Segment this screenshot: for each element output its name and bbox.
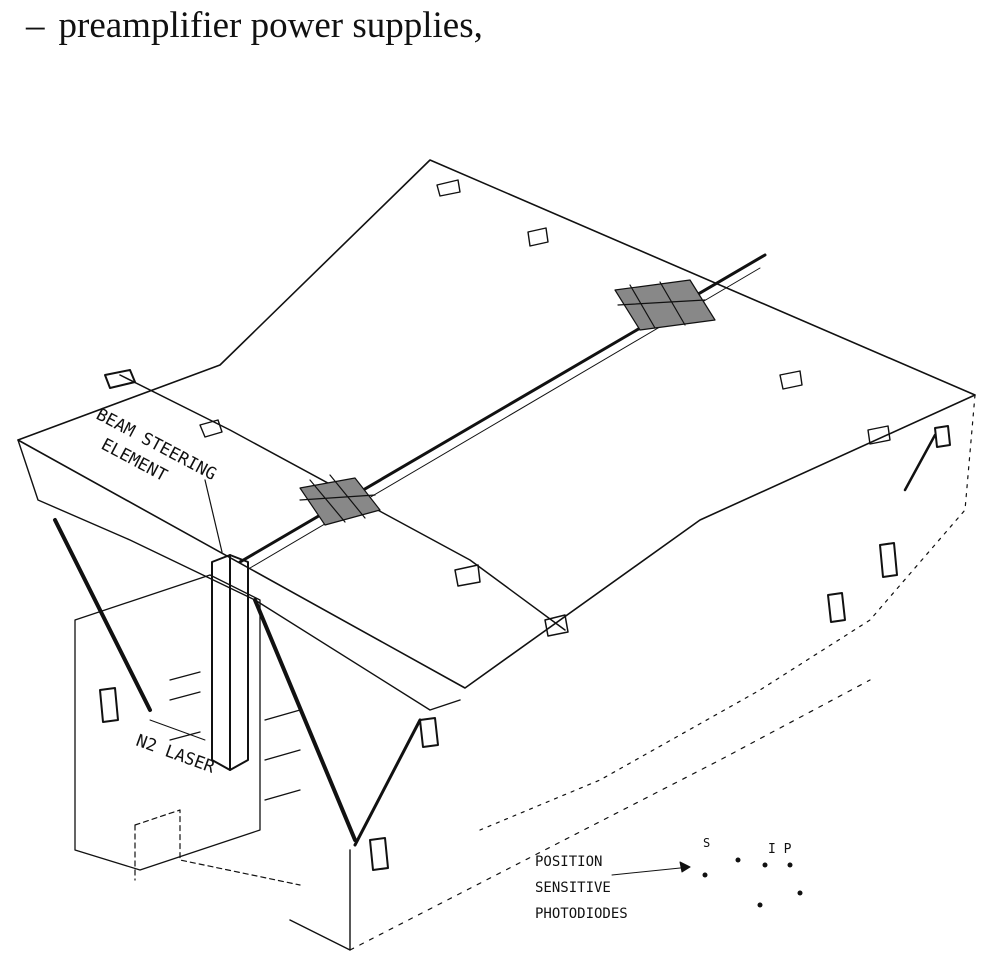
bracket-1	[199, 419, 223, 438]
bullet-text: preamplifier power supplies,	[58, 5, 483, 46]
bracket-5	[867, 425, 891, 445]
detector-module-1	[299, 474, 381, 526]
laser-base	[134, 809, 301, 886]
clamp-3	[419, 717, 439, 748]
support-far-right	[903, 433, 937, 492]
n2-laser-box	[74, 574, 301, 871]
clamp-9	[454, 564, 481, 587]
photodiode-dots	[702, 857, 803, 908]
leader-photodiodes	[611, 866, 691, 876]
beam-steering-element	[204, 479, 249, 771]
top-plate-outline	[17, 159, 976, 689]
label-sensitive: SENSITIVE	[535, 880, 611, 896]
clamp-8	[544, 614, 569, 637]
clamp-4	[369, 837, 389, 871]
bullet-line: –preamplifier power supplies,	[26, 4, 483, 47]
leader-n2-laser	[149, 719, 206, 741]
label-position: POSITION	[535, 854, 602, 870]
label-ip: I P	[768, 842, 792, 857]
support-center	[253, 598, 357, 842]
label-photodiodes: PHOTODIODES	[535, 906, 628, 922]
bullet-dash: –	[26, 5, 45, 46]
left-face	[17, 439, 461, 711]
support-right	[353, 718, 422, 847]
bracket-3	[436, 179, 461, 197]
label-s: S	[703, 836, 710, 850]
clamp-2	[99, 687, 119, 723]
clamp-7	[934, 425, 951, 448]
arrowhead-photodiodes	[679, 861, 691, 873]
base-edge	[349, 679, 871, 951]
support-left	[53, 518, 152, 712]
clamp-1	[104, 369, 136, 389]
clamp-5	[827, 592, 846, 623]
front-edge	[289, 849, 351, 951]
bracket-2	[527, 227, 549, 247]
clamp-6	[879, 542, 898, 578]
bracket-4	[779, 370, 803, 390]
right-face	[479, 394, 976, 831]
detector-module-2	[614, 279, 716, 331]
